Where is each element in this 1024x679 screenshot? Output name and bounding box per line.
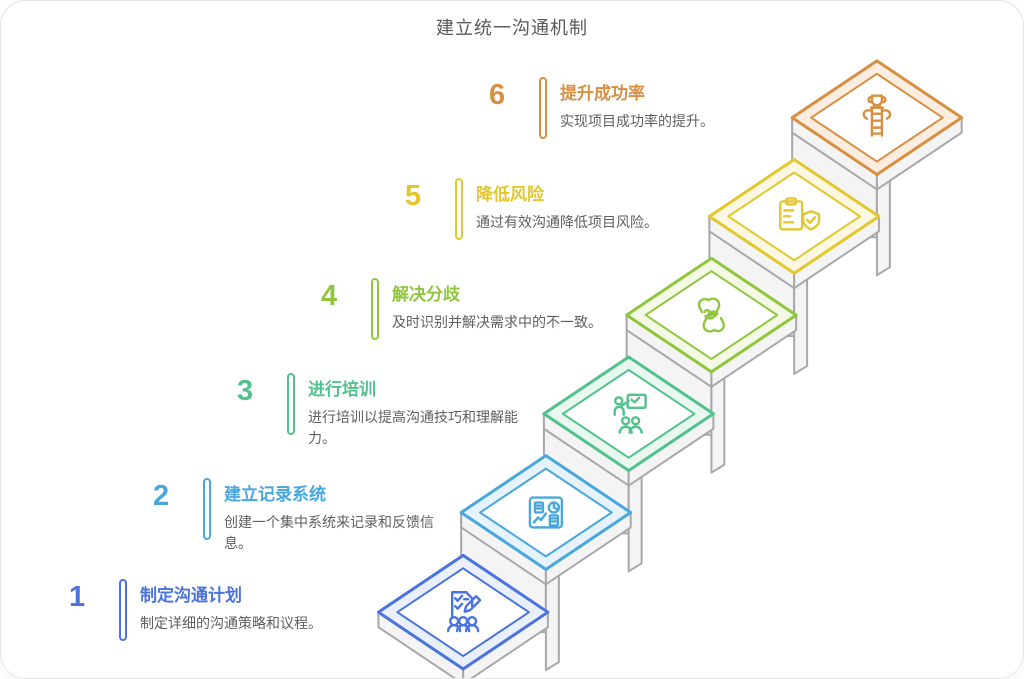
step-content: 建立记录系统 创建一个集中系统来记录和反馈信息。 (224, 478, 456, 554)
step-number: 6 (489, 79, 506, 111)
step-diamond-inner (561, 368, 696, 459)
step-description: 实现项目成功率的提升。 (560, 113, 714, 129)
step-1-text-block: 1 制定沟通计划 制定详细的沟通策略和议程。 (69, 579, 372, 641)
step-diamond-inner (396, 567, 530, 658)
step-number: 5 (405, 180, 422, 212)
step-accent-bar (119, 579, 127, 641)
step-content: 进行培训 进行培训以提高沟通技巧和理解能力。 (308, 373, 540, 449)
step-title: 降低风险 (476, 185, 544, 204)
step-number: 4 (321, 280, 338, 312)
success-trophy-ladder-icon (862, 94, 892, 137)
step-title: 制定沟通计划 (140, 586, 242, 605)
step-2-text-block: 2 建立记录系统 创建一个集中系统来记录和反馈信息。 (153, 478, 456, 554)
step-description: 进行培训以提高沟通技巧和理解能力。 (308, 409, 518, 446)
step-content: 制定沟通计划 制定详细的沟通策略和议程。 (140, 579, 372, 634)
step-number: 3 (237, 375, 254, 407)
step-description: 通过有效沟通降低项目风险。 (476, 214, 658, 230)
step-title: 进行培训 (308, 380, 376, 399)
step-title: 建立记录系统 (224, 485, 326, 504)
step-description: 制定详细的沟通策略和议程。 (140, 615, 322, 631)
step-5-text-block: 5 降低风险 通过有效沟通降低项目风险。 (405, 178, 708, 240)
stair-step-3 (542, 355, 715, 573)
step-content: 降低风险 通过有效沟通降低项目风险。 (476, 178, 708, 233)
training-presentation-icon (613, 393, 647, 434)
step-accent-bar (287, 373, 295, 435)
step-accent-bar (539, 77, 547, 139)
step-accent-bar (455, 178, 463, 240)
stair-step-6 (790, 59, 964, 277)
conflict-resolution-hands-icon (697, 297, 725, 333)
plan-checklist-icon (446, 591, 482, 633)
stair-step-5 (707, 158, 881, 375)
step-description: 及时识别并解决需求中的不一致。 (392, 314, 602, 330)
step-title: 解决分歧 (392, 285, 460, 304)
stair-step-1 (376, 553, 550, 678)
step-6-text-block: 6 提升成功率 实现项目成功率的提升。 (489, 77, 792, 139)
step-title: 提升成功率 (560, 84, 645, 103)
step-number: 1 (69, 581, 86, 613)
step-4-text-block: 4 解决分歧 及时识别并解决需求中的不一致。 (321, 278, 624, 340)
step-diamond-inner (727, 171, 861, 262)
step-accent-bar (203, 478, 211, 540)
step-3-text-block: 3 进行培训 进行培训以提高沟通技巧和理解能力。 (237, 373, 540, 449)
step-content: 解决分歧 及时识别并解决需求中的不一致。 (392, 278, 624, 333)
step-diamond-inner (810, 72, 944, 163)
step-content: 提升成功率 实现项目成功率的提升。 (560, 77, 792, 132)
risk-shield-icon (779, 197, 821, 231)
step-number: 2 (153, 480, 170, 512)
step-description: 创建一个集中系统来记录和反馈信息。 (224, 514, 434, 551)
page-title: 建立统一沟通机制 (436, 18, 588, 38)
step-accent-bar (371, 278, 379, 340)
records-dashboard-icon (528, 496, 564, 529)
